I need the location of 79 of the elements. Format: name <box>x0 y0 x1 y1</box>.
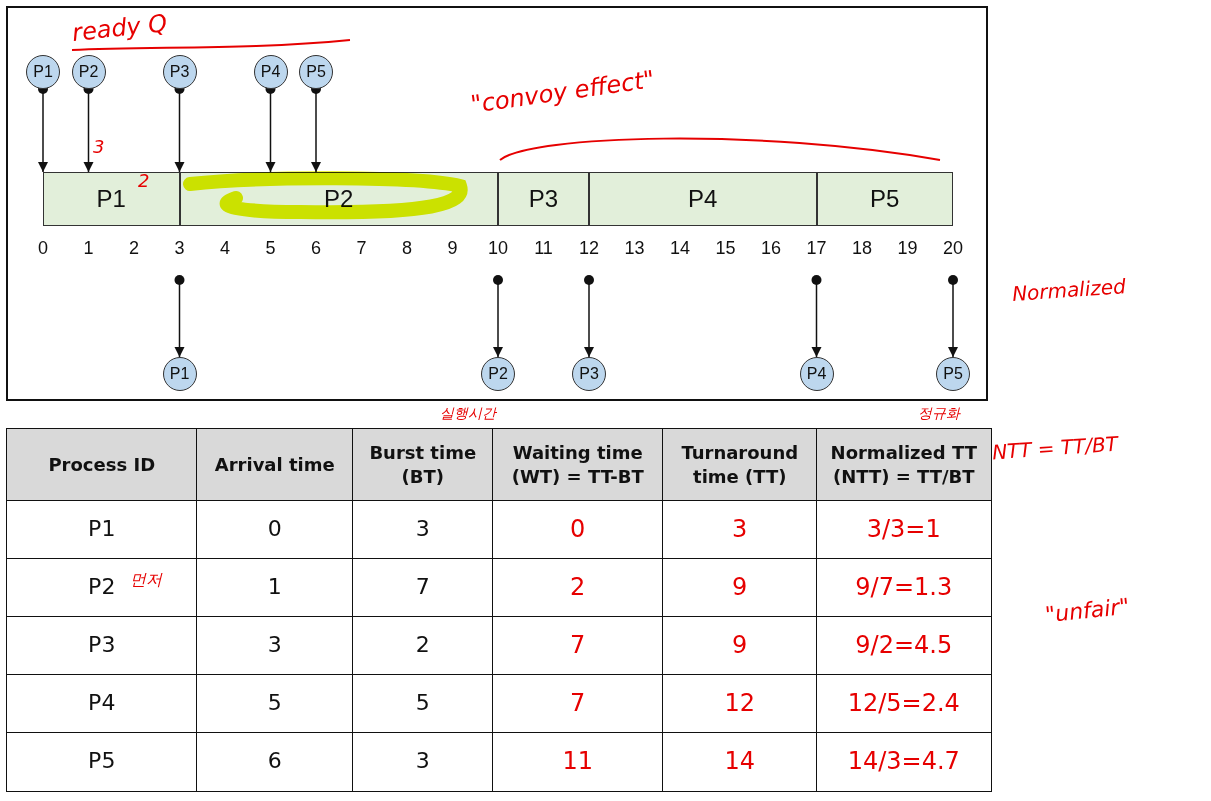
table-cell: 3 <box>352 500 494 560</box>
tick-label: 1 <box>82 238 95 259</box>
tick-label: 14 <box>669 238 691 259</box>
table-cell: 9 <box>662 616 818 676</box>
handwritten-note: 먼저 <box>130 570 162 591</box>
table-header-cell: Process ID <box>6 428 198 502</box>
tick-label: 11 <box>533 238 554 259</box>
gantt-block: P5 <box>816 172 953 226</box>
handwritten-note: ready Q <box>70 9 169 47</box>
process-circle: P3 <box>572 357 606 391</box>
table-cell: 7 <box>492 616 664 676</box>
tick-label: 6 <box>310 238 322 259</box>
table-header-cell: Waiting time (WT) = TT-BT <box>492 428 664 502</box>
tick-label: 8 <box>401 238 413 259</box>
tick-label: 4 <box>219 238 231 259</box>
process-circle: P4 <box>253 55 288 89</box>
process-circle: P1 <box>162 357 197 391</box>
process-circle: P5 <box>936 357 970 391</box>
gantt-block: P4 <box>589 172 817 226</box>
table-cell: 9/2=4.5 <box>816 616 992 676</box>
table-cell: 7 <box>352 558 494 618</box>
tick-label: 12 <box>578 238 600 259</box>
tick-label: 10 <box>487 238 509 259</box>
table-cell: 2 <box>492 558 664 618</box>
process-circle: P4 <box>799 357 834 391</box>
tick-label: 17 <box>805 238 828 259</box>
table-cell: P4 <box>6 674 198 734</box>
process-circle: P5 <box>299 55 333 89</box>
tick-label: 13 <box>623 238 646 259</box>
handwritten-note: 정규화 <box>918 405 960 423</box>
table-cell: 9 <box>662 558 818 618</box>
handwritten-note: "unfair" <box>1043 593 1131 628</box>
table-cell: 12/5=2.4 <box>816 674 992 734</box>
table-cell: 1 <box>196 558 354 618</box>
table-cell: 0 <box>196 500 354 560</box>
tick-label: 7 <box>355 238 368 259</box>
tick-label: 16 <box>760 238 782 259</box>
table-cell: 12 <box>662 674 818 734</box>
table-cell: 9/7=1.3 <box>816 558 992 618</box>
process-circle: P1 <box>26 55 60 89</box>
tick-label: 0 <box>37 238 49 259</box>
handwritten-note: Normalized <box>1011 274 1127 306</box>
table-cell: 6 <box>196 732 354 792</box>
handwritten-note: NTT = TT/BT <box>991 431 1119 465</box>
handwritten-note: 3 <box>93 136 105 157</box>
table-cell: 5 <box>352 674 494 734</box>
table-cell: 3 <box>196 616 354 676</box>
process-circle: P3 <box>162 55 197 89</box>
handwritten-note: "convoy effect" <box>468 65 657 119</box>
process-circle: P2 <box>71 55 106 89</box>
table-cell: 14/3=4.7 <box>816 732 992 792</box>
tick-label: 19 <box>896 238 919 259</box>
table-cell: 7 <box>492 674 664 734</box>
table-header-cell: Normalized TT (NTT) = TT/BT <box>816 428 992 502</box>
handwritten-note: 2 <box>138 170 150 191</box>
table-cell: 2 <box>352 616 494 676</box>
table-header-cell: Arrival time <box>196 428 354 502</box>
tick-label: 20 <box>942 238 964 259</box>
table-cell: 3 <box>352 732 494 792</box>
table-cell: P3 <box>6 616 198 676</box>
table-cell: 3 <box>662 500 818 560</box>
tick-label: 5 <box>264 238 277 259</box>
tick-label: 3 <box>173 238 186 259</box>
table-cell: 14 <box>662 732 818 792</box>
tick-label: 2 <box>128 238 140 259</box>
table-cell: 11 <box>492 732 664 792</box>
tick-label: 18 <box>851 238 873 259</box>
table-header-cell: Turnaround time (TT) <box>662 428 818 502</box>
gantt-block: P3 <box>498 172 589 226</box>
tick-label: 9 <box>446 238 459 259</box>
table-cell: 0 <box>492 500 664 560</box>
handwritten-note: 실행시간 <box>440 405 496 423</box>
table-cell: P1 <box>6 500 198 560</box>
table-header-cell: Burst time (BT) <box>352 428 494 502</box>
table-cell: P5 <box>6 732 198 792</box>
process-circle: P2 <box>481 357 515 391</box>
table-cell: 5 <box>196 674 354 734</box>
table-cell: 3/3=1 <box>816 500 992 560</box>
tick-label: 15 <box>714 238 737 259</box>
